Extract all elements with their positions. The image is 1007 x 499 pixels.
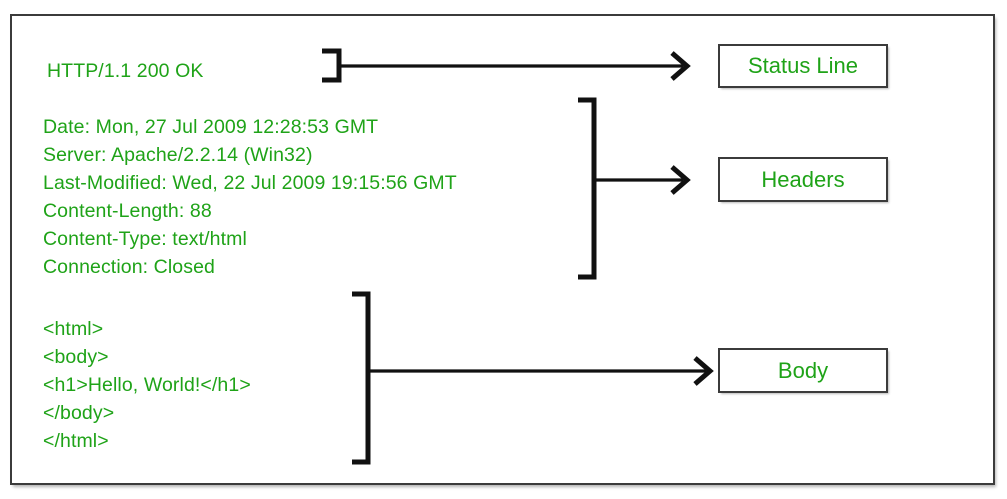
headers-text: Date: Mon, 27 Jul 2009 12:28:53 GMT Serv… — [43, 116, 457, 278]
label-box-headers-text: Headers — [761, 166, 845, 192]
body-text: <html> <body> <h1>Hello, World!</h1> </b… — [43, 318, 251, 452]
status-line-text: HTTP/1.1 200 OK — [47, 60, 204, 82]
label-box-status-line-text: Status Line — [747, 53, 859, 78]
label-box-body[interactable]: Body — [718, 348, 888, 393]
label-box-status-line[interactable]: Status Line — [718, 44, 888, 88]
label-box-headers[interactable]: Headers — [718, 157, 888, 202]
label-box-body-text: Body — [777, 357, 829, 383]
diagram-frame — [10, 14, 995, 485]
